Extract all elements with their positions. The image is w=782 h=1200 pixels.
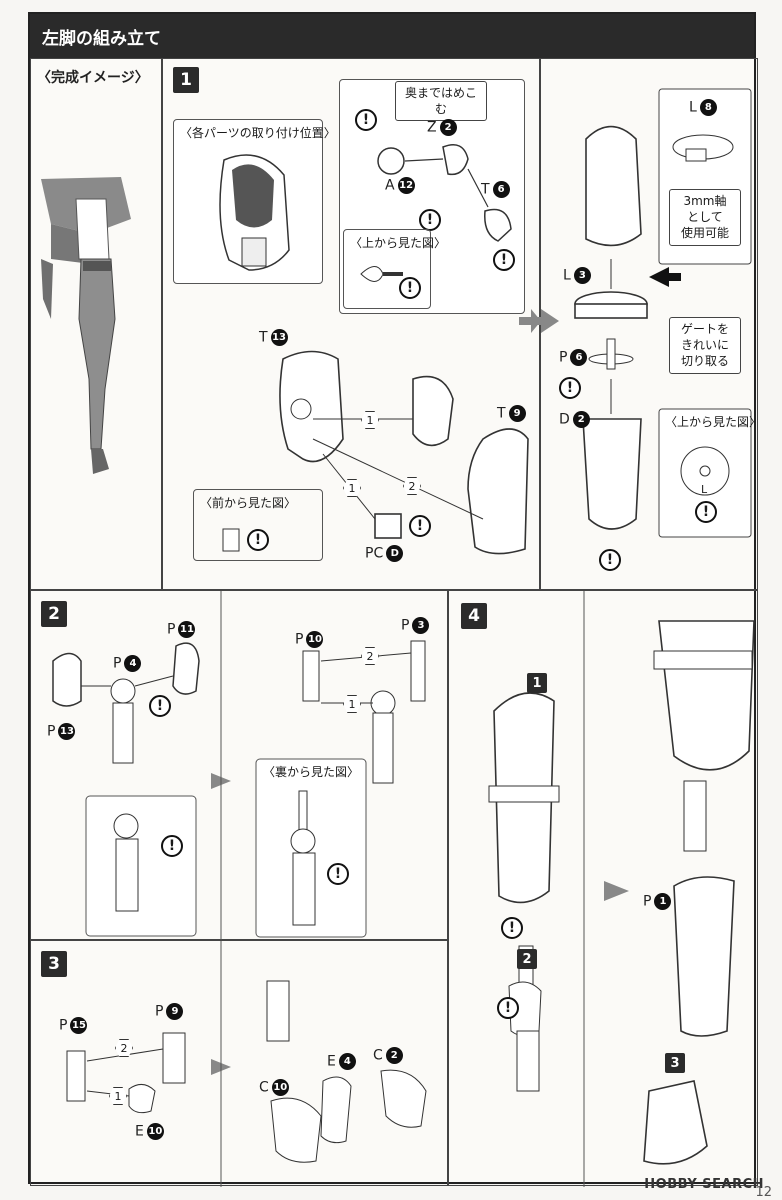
callout-top-view-1: 〈上から見た図〉 xyxy=(343,229,446,309)
caution-icon: ! xyxy=(355,109,377,131)
positions-diagram xyxy=(219,154,290,271)
caution-icon: ! xyxy=(149,695,171,717)
order-marker-2: 2 xyxy=(115,1039,133,1057)
page-number: 12 xyxy=(755,1185,772,1200)
order-marker-1b: 1 xyxy=(343,479,361,497)
note-3mm-axis: 3mm軸 として 使用可能 xyxy=(669,189,741,246)
step1-arrow xyxy=(519,309,541,333)
callout-part-positions-title: 〈各パーツの取り付け位置〉 xyxy=(180,126,336,140)
order-marker-1: 1 xyxy=(361,411,379,429)
complete-image-panel: 〈完成イメージ〉 xyxy=(30,58,162,590)
order-marker-1: 1 xyxy=(343,695,361,713)
note-cut-gate: ゲートを きれいに 切り取る xyxy=(669,317,741,374)
caution-icon: ! xyxy=(409,515,431,537)
caution-icon: ! xyxy=(247,529,269,551)
step4-number: 4 xyxy=(461,603,487,629)
callout-part-positions: 〈各パーツの取り付け位置〉 xyxy=(173,119,336,284)
step1-parts-svg xyxy=(222,144,529,555)
instruction-page: 左脚の組み立て 〈完成イメージ〉 1 〈各パーツの取り付け位置〉 奥ま xyxy=(28,12,762,1187)
caution-icon: ! xyxy=(497,997,519,1019)
step4-sub2: 2 xyxy=(517,949,537,969)
step2-svg xyxy=(52,591,426,941)
step1-number: 1 xyxy=(173,67,199,93)
callout-front-view: 〈前から見た図〉 xyxy=(193,489,323,561)
caution-icon: ! xyxy=(327,863,349,885)
caution-icon: ! xyxy=(695,501,717,523)
caution-icon: ! xyxy=(493,249,515,271)
step2-number: 2 xyxy=(41,601,67,627)
step4-sub1: 1 xyxy=(527,673,547,693)
caution-icon: ! xyxy=(399,277,421,299)
callout-top-view-1-title: 〈上から見た図〉 xyxy=(350,236,447,250)
step3-svg xyxy=(66,941,427,1187)
callout-back-view-title: 〈裏から見た図〉 xyxy=(263,765,360,779)
order-marker-2: 2 xyxy=(403,477,421,495)
order-marker-2: 2 xyxy=(361,647,379,665)
section-title-bar: 左脚の組み立て xyxy=(30,14,754,58)
step4-sub3: 3 xyxy=(665,1053,685,1073)
caution-icon: ! xyxy=(501,917,523,939)
caution-icon: ! xyxy=(559,377,581,399)
step4-svg xyxy=(488,591,755,1187)
step3-number: 3 xyxy=(41,951,67,977)
page-title: 左脚の組み立て xyxy=(42,28,161,49)
order-marker-1: 1 xyxy=(109,1087,127,1105)
step1-right-svg xyxy=(531,88,752,538)
caution-icon: ! xyxy=(161,835,183,857)
watermark: HOBBY SEARCH xyxy=(644,1177,764,1192)
leg-illustration xyxy=(41,177,131,474)
complete-image-title: 〈完成イメージ〉 xyxy=(37,70,149,86)
callout-front-view-title: 〈前から見た図〉 xyxy=(200,496,297,510)
top-view-mark: L xyxy=(701,483,708,496)
note-press-fully: 奥まではめこむ xyxy=(395,81,487,122)
caution-icon: ! xyxy=(599,549,621,571)
callout-top-view-2-title: 〈上から見た図〉 xyxy=(665,415,762,429)
